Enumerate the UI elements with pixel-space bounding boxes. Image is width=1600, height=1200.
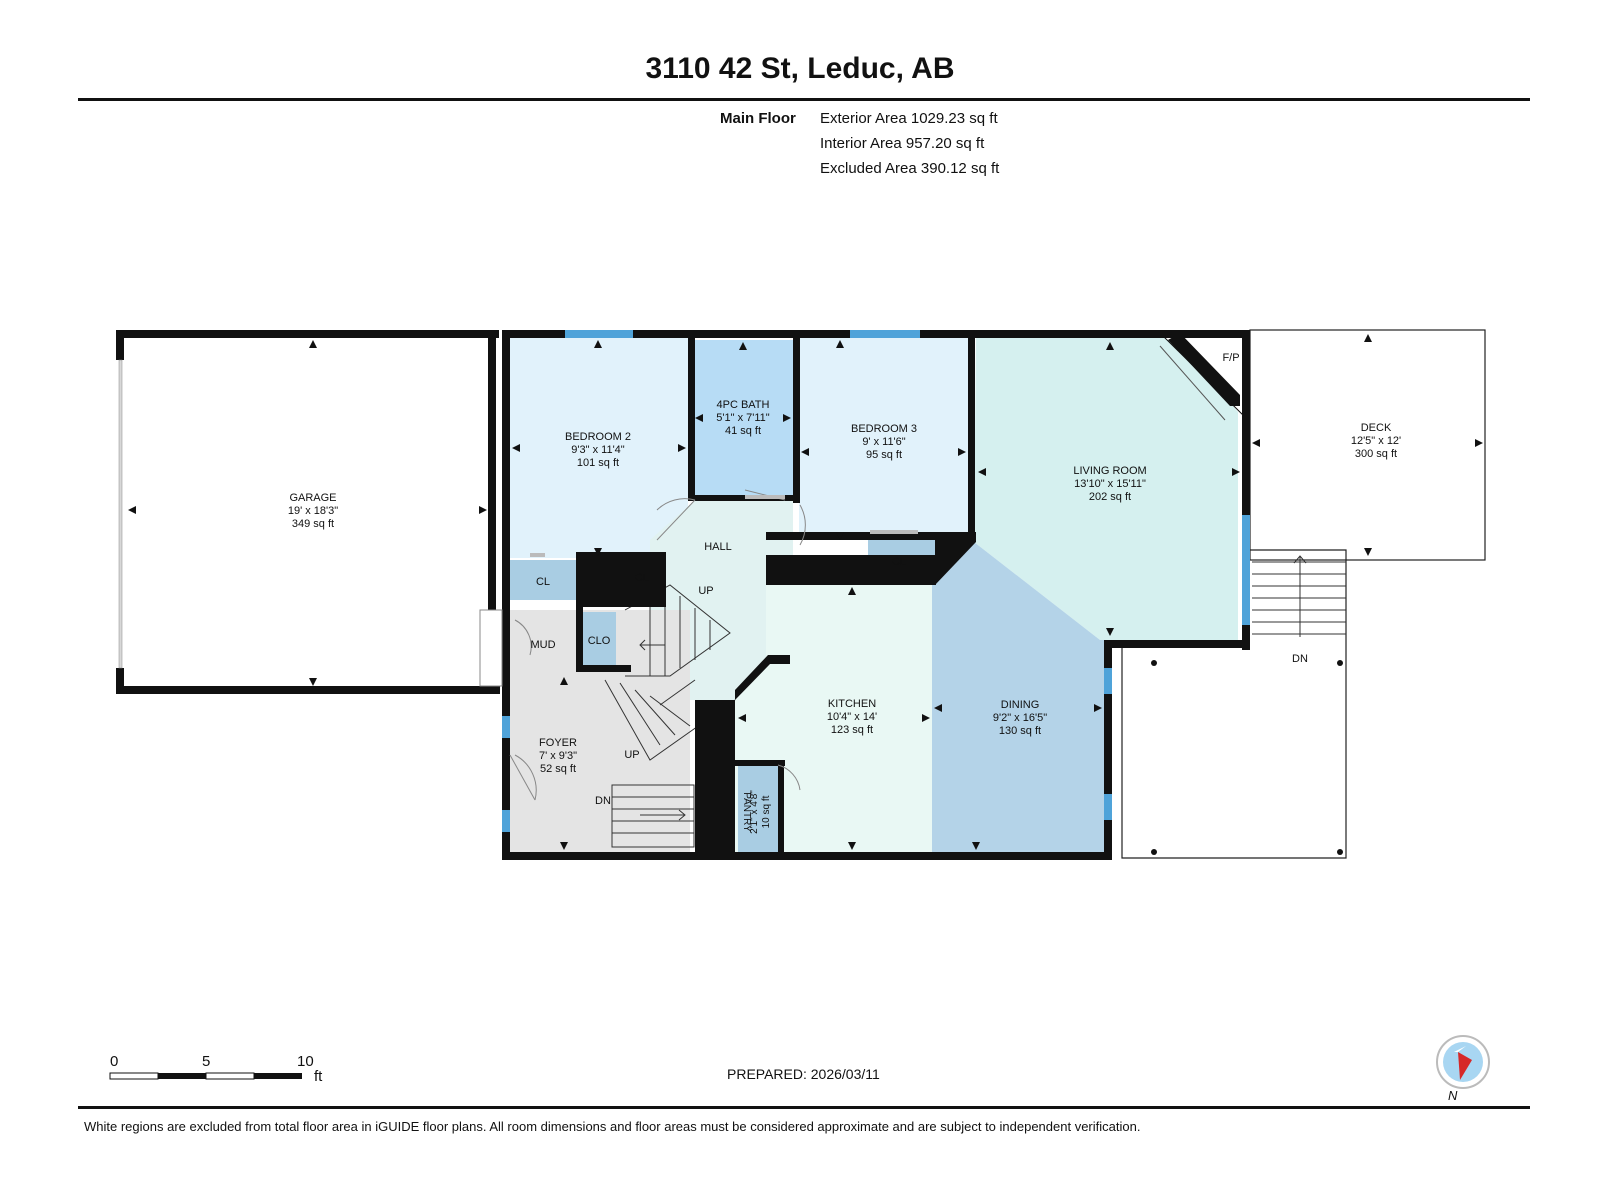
interior-stairs [604,584,736,848]
living-right-wall [1242,330,1250,650]
bedroom3-area-text: 95 sq ft [866,449,902,461]
deck-outline [1249,329,1486,561]
bath-area-text: 41 sq ft [725,425,761,437]
bath-name: 4PC BATH [717,399,770,411]
living-area-text: 202 sq ft [1089,491,1131,503]
disclaimer-text: White regions are excluded from total fl… [84,1119,1141,1134]
hall-label: HALL [704,541,732,553]
kitchen-area-text: 123 sq ft [831,724,873,736]
bedroom2-name: BEDROOM 2 [565,431,631,443]
scale-bar [109,1072,302,1080]
bedroom3-area [799,338,969,540]
living-name: LIVING ROOM [1073,465,1146,477]
windows [502,330,1250,832]
garage-door [118,359,123,669]
foyer-dims: 7' x 9'3" [539,750,577,762]
deck-area-text: 300 sq ft [1355,448,1397,460]
scale-tick-0: 0 [110,1053,119,1070]
deck-stairs [1252,555,1346,637]
garage-area [124,338,488,688]
garage-dims: 19' x 18'3" [288,505,338,517]
foyer-name: FOYER [539,737,577,749]
floor-label: Main Floor [720,110,796,127]
garage-house-wall [488,330,496,610]
mud-label: MUD [530,639,555,651]
bedroom3-name: BEDROOM 3 [851,423,917,435]
closet-bedroom2 [510,560,576,600]
interior-area: Interior Area 957.20 sq ft [820,135,985,152]
kitchen-dims: 10'4" x 14' [827,711,877,723]
footer-rule [78,1106,1530,1109]
closet-bedroom2-label: CL [536,576,550,588]
bedroom2-area-text: 101 sq ft [577,457,619,469]
garage-area-text: 349 sq ft [292,518,334,530]
kitchen-name: KITCHEN [828,698,876,710]
closet-mud-label: CLO [588,635,611,647]
pantry-area-text: 10 sq ft [761,795,772,828]
deck-stair-down-label: DN [1292,653,1308,665]
dining-area [932,542,1110,852]
garage-bottom-wall [116,686,500,694]
header-rule [78,98,1530,101]
scale-unit: ft [314,1068,323,1085]
dining-dims: 9'2" x 16'5" [993,712,1047,724]
pantry-name: PANTRY [741,792,752,832]
living-dims: 13'10" x 15'11" [1074,478,1146,490]
bath-dims: 5'1" x 7'11" [716,412,769,424]
closet-hall-label: CL [635,572,649,584]
bedroom3-dims: 9' x 11'6" [862,436,905,448]
closet-bedroom3-label: CL [892,556,906,568]
dining-name: DINING [1001,699,1040,711]
door-swings [509,489,918,801]
stair-down-label: DN [595,795,611,807]
foyer-area-text: 52 sq ft [540,763,576,775]
compass-north-label: N [1448,1088,1458,1103]
scale-tick-10: 10 [297,1053,314,1070]
garage-top-wall [116,330,499,338]
scale-tick-5: 5 [202,1053,211,1070]
garage-entry-door [479,609,503,687]
pantry-dims: 2'1" x 4'8" [749,790,760,834]
house-bottom-wall [502,852,1112,860]
bedroom2-area [510,338,688,558]
deck-lower-outline [1121,549,1347,859]
deck-dims: 12'5" x 12' [1351,435,1401,447]
dining-right-wall [1104,640,1112,860]
stair-up-label-foyer: UP [624,749,639,761]
deck-name: DECK [1361,422,1392,434]
garage-name: GARAGE [289,492,336,504]
living-area [974,338,1238,640]
stair-up-label: UP [698,585,713,597]
prepared-date: PREPARED: 2026/03/11 [727,1066,880,1082]
fireplace-edge [1168,333,1240,406]
compass-icon [1436,1035,1490,1089]
fireplace-label: F/P [1222,352,1239,364]
exterior-area: Exterior Area 1029.23 sq ft [820,110,998,127]
bath-area [693,340,793,500]
fireplace-hearth [1159,345,1226,421]
closet-mud [582,612,616,668]
page-title: 3110 42 St, Leduc, AB [645,52,955,85]
deck-posts [1151,660,1343,855]
excluded-area: Excluded Area 390.12 sq ft [820,160,1000,177]
bedroom2-dims: 9'3" x 11'4" [571,444,624,456]
dimension-arrows [128,334,1483,850]
pantry-area [738,765,778,852]
dining-area-text: 130 sq ft [999,725,1041,737]
